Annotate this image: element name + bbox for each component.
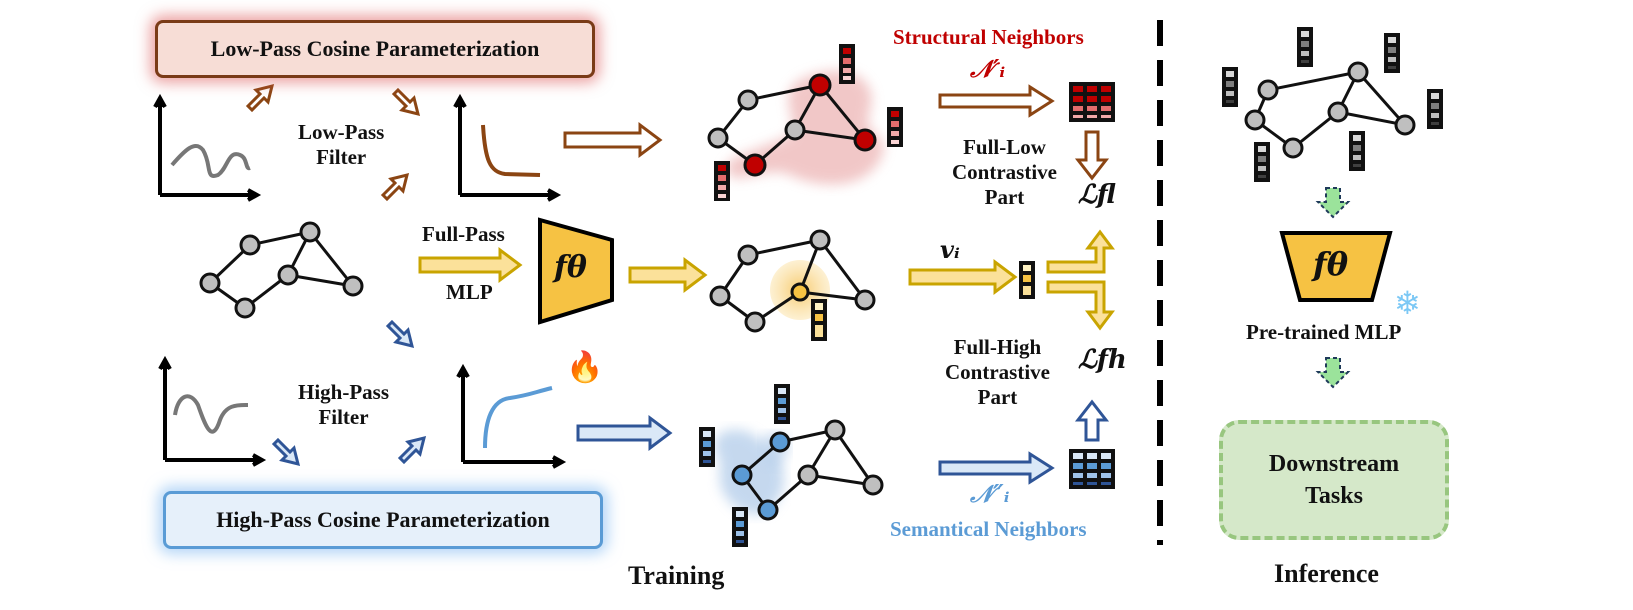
semantical-neighbors-title: Semantical Neighbors [890,517,1087,541]
inference-graph [1222,27,1443,182]
inference-arrow-2 [1315,357,1351,389]
fire-icon: 🔥 [566,351,604,384]
high-pass-small-arrows [271,319,427,467]
anchor-embedding [1019,261,1035,299]
training-title: Training [628,561,725,590]
full-pass-arrow [418,247,523,283]
high-pass-parameterization-box: High-Pass Cosine Parameterization [163,491,603,549]
low-pass-parameterization-box: Low-Pass Cosine Parameterization [155,20,595,78]
snowflake-icon: ❄ [1394,285,1421,321]
mlp-label: MLP [446,280,493,304]
semantical-graph [699,384,884,547]
full-pass-label: Full-Pass [422,222,505,246]
input-graph [199,221,364,319]
low-pass-input-plot [153,93,262,202]
structural-arrow [938,84,1055,118]
encoder-output-arrow [628,257,708,293]
loss-fh-label: ℒfh [1078,345,1127,375]
high-pass-big-arrow [576,415,673,451]
semantical-arrow [938,451,1055,485]
low-pass-big-arrow [563,122,663,158]
anchor-arrow [908,259,1018,295]
high-pass-input-plot [158,355,267,467]
n-double-prime-label: 𝒩″ᵢ [970,479,1010,508]
center-graph [709,229,876,341]
low-pass-small-arrows [245,83,421,202]
downstream-tasks-box: Downstream Tasks [1219,420,1449,540]
f-theta-encoder [538,217,614,325]
low-pass-output-plot [453,93,562,202]
semantical-up-arrow [1074,399,1110,442]
structural-down-arrow [1074,130,1110,181]
split-arrow [1046,229,1115,331]
loss-fl-label: ℒfl [1078,180,1116,210]
f-theta-label: fθ [554,250,587,285]
semantical-neighbor-embeddings [1069,449,1115,489]
inference-title: Inference [1274,559,1379,588]
structural-neighbor-embeddings [1069,82,1115,122]
high-pass-output-plot [456,363,567,469]
structural-neighbors-title: Structural Neighbors [893,25,1084,49]
structural-graph [707,44,903,201]
n-prime-label: 𝒩′ᵢ [970,54,1006,83]
inference-arrow-1 [1315,187,1351,219]
f-theta-inference-label: fθ [1313,245,1349,283]
f-theta-frozen [1279,231,1393,302]
v-i-label: vᵢ [940,235,960,264]
pretrained-mlp-label: Pre-trained MLP [1246,320,1402,344]
